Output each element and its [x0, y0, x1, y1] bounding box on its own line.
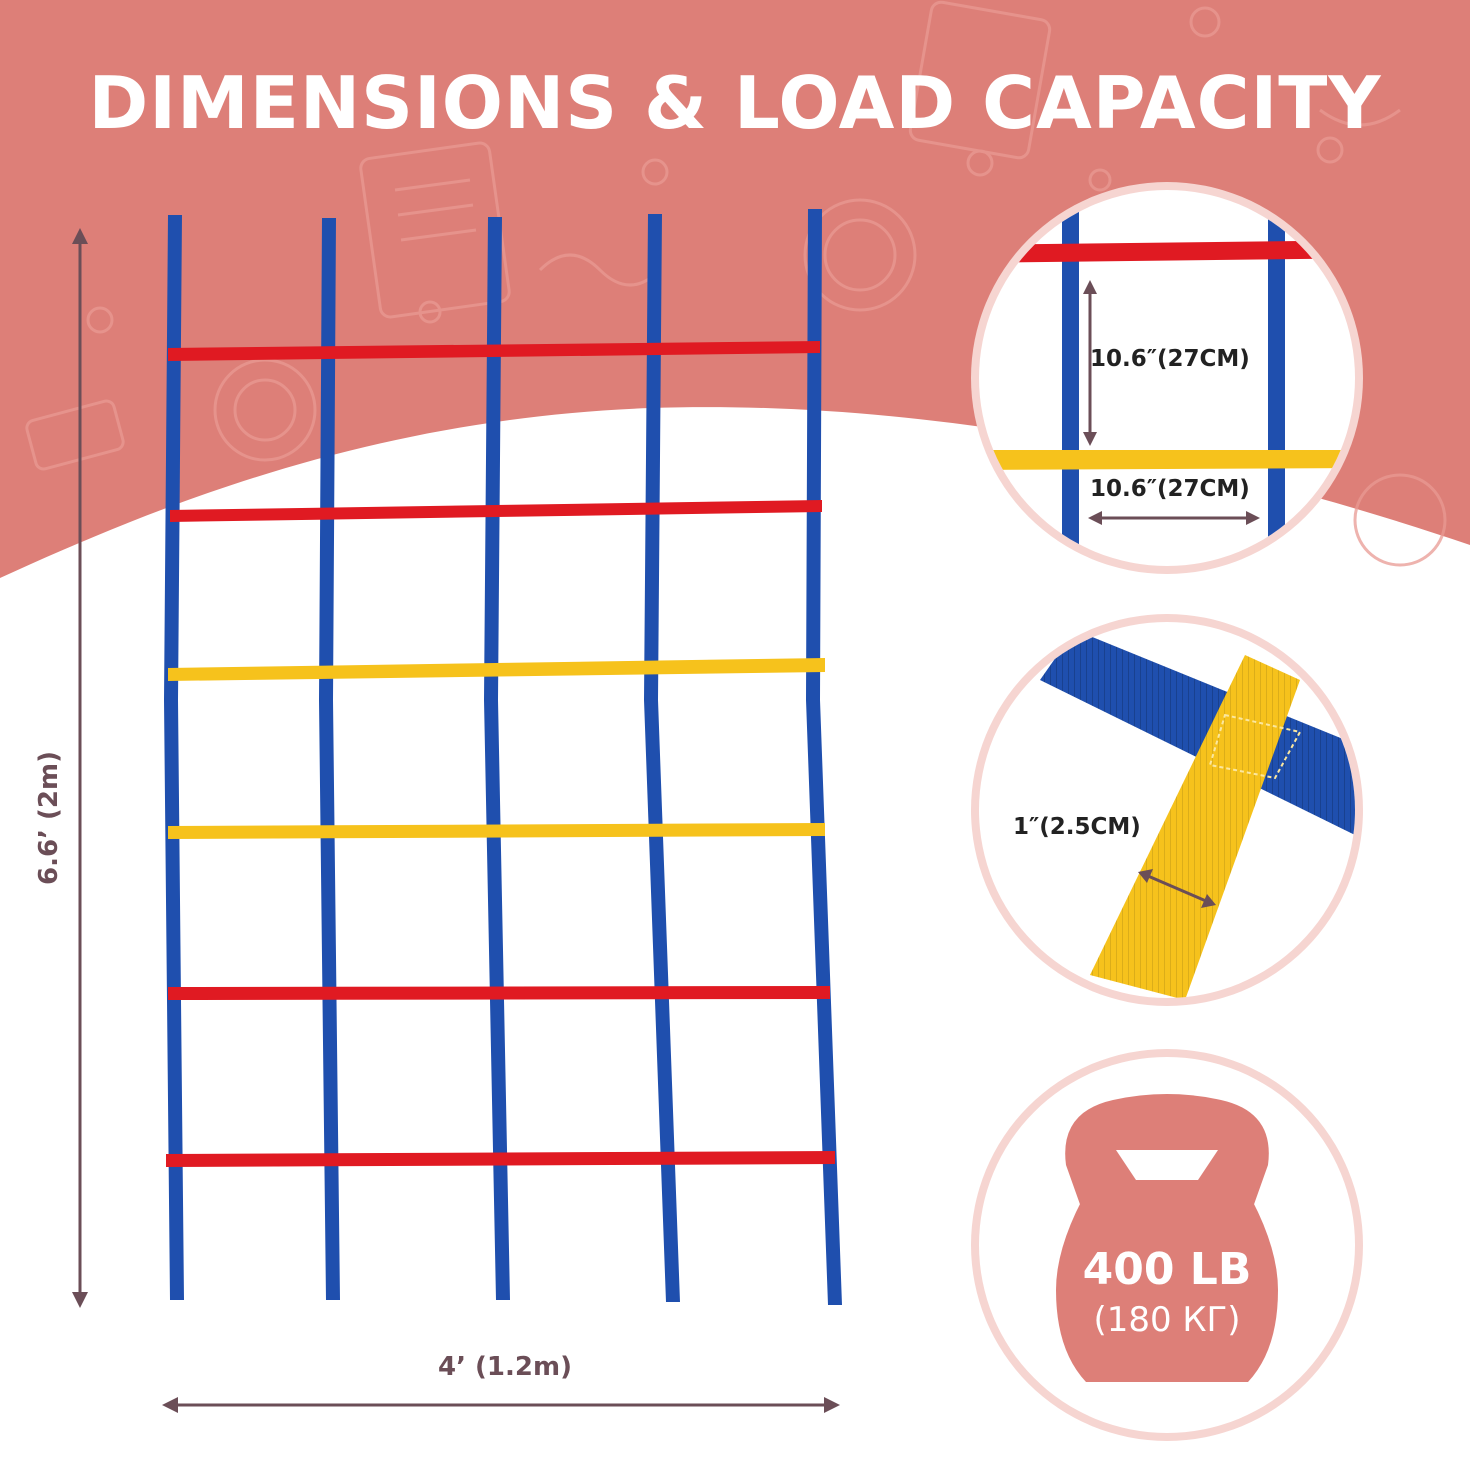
rung-red	[168, 986, 830, 1000]
header-decoration	[25, 0, 1447, 567]
horizontal-spacing-label: 10.6″(27CM)	[1090, 476, 1250, 502]
kettlebell-icon	[1056, 1094, 1278, 1382]
vertical-spacing-label: 10.6″(27CM)	[1090, 346, 1250, 372]
strap-detail-circle	[971, 614, 1363, 1006]
vertical-strap	[164, 215, 184, 1300]
rung-red	[168, 341, 820, 361]
horizontal-rungs	[166, 341, 835, 1167]
rung-red	[170, 500, 822, 522]
width-arrow	[162, 1397, 840, 1413]
vertical-strap	[319, 218, 340, 1300]
vertical-strap	[644, 214, 680, 1302]
vertical-strap	[806, 209, 842, 1305]
strap-width-label: 1″(2.5CM)	[1013, 814, 1141, 840]
load-capacity-value: 400 LB	[1082, 1244, 1252, 1295]
height-arrow	[72, 228, 88, 1308]
width-dimension-label: 4’ (1.2m)	[438, 1352, 572, 1382]
cargo-net-image	[164, 209, 842, 1305]
page-title: DIMENSIONS & LOAD CAPACITY	[88, 61, 1382, 145]
spacing-detail-circle	[971, 182, 1363, 574]
rung-red	[166, 1151, 835, 1167]
rung-yellow	[168, 823, 825, 839]
vertical-strap	[484, 217, 510, 1300]
rung-yellow	[168, 658, 825, 681]
height-dimension-label: 6.6’ (2m)	[34, 751, 64, 885]
vertical-straps	[164, 209, 842, 1305]
load-capacity-circle	[971, 1049, 1363, 1441]
load-capacity-metric: (180 КГ)	[1093, 1300, 1241, 1340]
